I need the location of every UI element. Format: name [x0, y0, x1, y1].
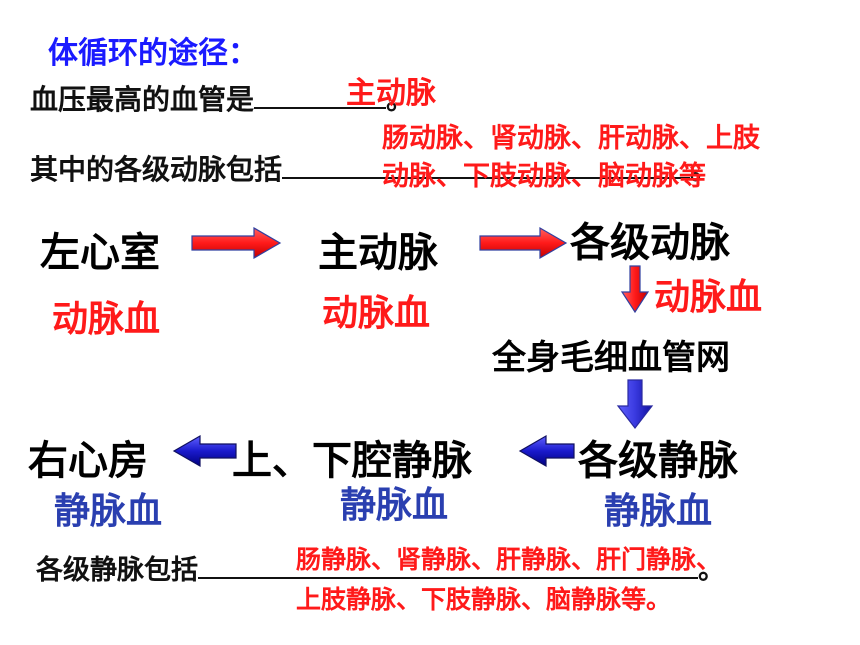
q1-prefix: 血压最高的血管是	[30, 83, 255, 116]
blood-arterial-aorta: 动脉血	[322, 293, 431, 334]
node-aorta: 主动脉	[318, 230, 438, 276]
q2-suffix: 。	[690, 153, 719, 186]
q1-answer: 主动脉	[346, 76, 436, 111]
arrow-aorta-to-arteries	[479, 226, 568, 260]
node-right-atrium: 右心房	[28, 438, 148, 484]
question-veins: 各级静脉包括 。	[36, 548, 725, 587]
q1-blank	[254, 106, 387, 109]
blood-venous-veins: 静脉血	[604, 491, 713, 532]
page-title: 体循环的途径：	[48, 36, 258, 71]
question-highest-pressure: 血压最高的血管是 。	[30, 78, 414, 118]
blood-venous-right-atrium: 静脉血	[54, 491, 163, 532]
blood-arterial-arteries: 动脉血	[654, 277, 763, 318]
q3-suffix: 。	[698, 555, 725, 586]
q3-answer-line2: 上肢静脉、下肢静脉、脑静脉等。	[296, 585, 672, 614]
q3-answer-line1: 肠静脉、肾静脉、肝静脉、肝门静脉、	[296, 545, 722, 574]
arrow-capillaries-to-veins	[616, 379, 654, 429]
node-left-ventricle: 左心室	[40, 230, 160, 276]
q1-suffix: 。	[386, 83, 415, 116]
q3-prefix: 各级静脉包括	[36, 555, 198, 586]
node-vena-cava: 上、下腔静脉	[232, 438, 472, 484]
node-capillaries: 全身毛细血管网	[492, 338, 730, 378]
node-veins: 各级静脉	[578, 438, 738, 484]
q2-answer-line1: 肠动脉、肾动脉、肝动脉、上肢	[382, 123, 760, 154]
blood-arterial-left-ventricle: 动脉血	[52, 299, 161, 340]
arrow-arteries-to-capillaries	[620, 265, 650, 314]
question-arteries: 其中的各级动脉包括 。	[30, 148, 718, 188]
arrow-veins-to-vena-cava	[518, 434, 575, 468]
arrow-left-ventricle-to-aorta	[191, 226, 282, 260]
q2-prefix: 其中的各级动脉包括	[30, 153, 283, 186]
node-arteries: 各级动脉	[570, 220, 730, 266]
blood-venous-vena-cava: 静脉血	[340, 485, 449, 526]
q2-blank	[282, 176, 691, 179]
q3-blank	[198, 576, 698, 579]
arrow-vena-cava-to-right-atrium	[172, 434, 237, 468]
q2-answer-line2: 动脉、下肢动脉、脑动脉等	[382, 161, 706, 192]
